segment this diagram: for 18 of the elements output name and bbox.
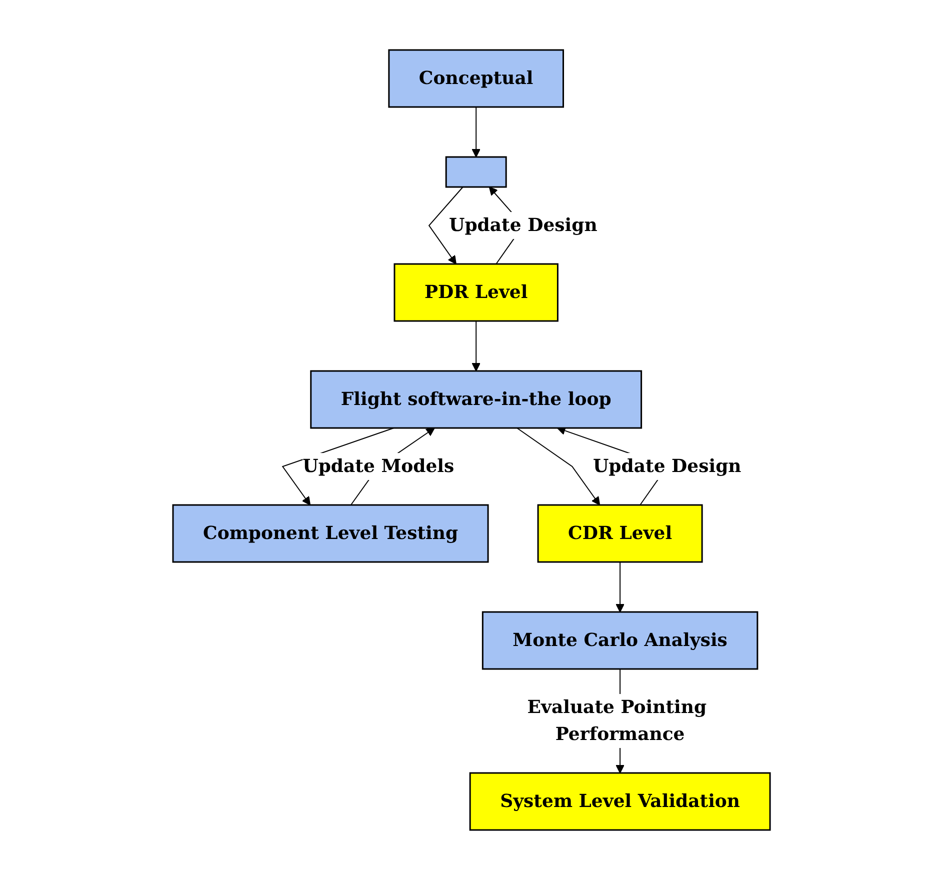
arrow [616, 562, 624, 612]
arrow [428, 186, 464, 264]
arrow [472, 320, 480, 372]
node-box: Component Level Testing [172, 504, 489, 563]
node-box: System Level Validation [469, 772, 771, 831]
node-box: CDR Level [537, 504, 703, 563]
edge-label: Update Design [449, 214, 598, 236]
node-box [445, 156, 507, 188]
node-box: PDR Level [394, 263, 558, 322]
edge-label: Evaluate Pointing Performance [527, 696, 707, 745]
arrow [516, 428, 600, 506]
edge-label: Update Design [592, 456, 742, 477]
node-box: Monte Carlo Analysis [482, 611, 758, 670]
node-box: Flight software-in-the loop [310, 370, 642, 429]
arrow [472, 106, 480, 158]
node-box: Conceptual [388, 49, 564, 108]
edge-label: Update Models [302, 456, 454, 477]
arrow [282, 428, 394, 506]
